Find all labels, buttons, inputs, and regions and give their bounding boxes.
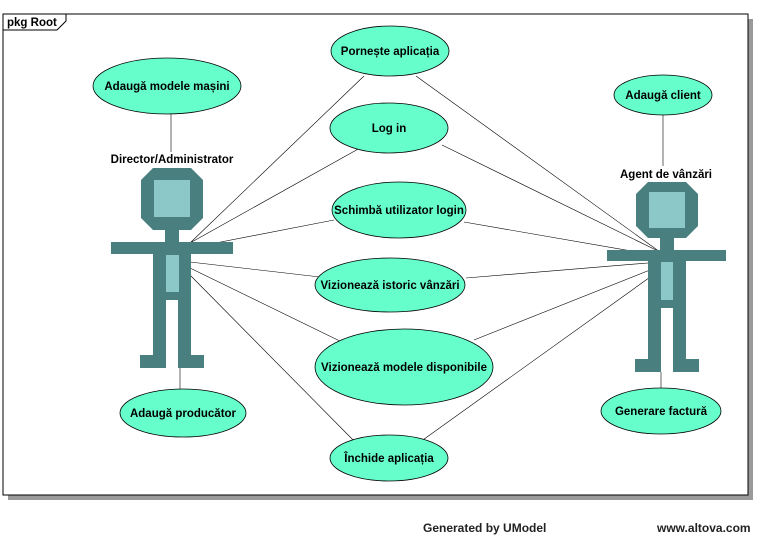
actor-director-label: Director/Administrator <box>111 154 234 166</box>
assoc-left-login <box>189 147 361 244</box>
actor-agent-face <box>649 192 685 228</box>
actor-director-arms <box>111 242 233 254</box>
actor-agent-leg-right <box>673 308 686 364</box>
use-case-adauga-client-label: Adaugă client <box>625 90 701 102</box>
package-label: pkg Root <box>7 17 57 29</box>
use-case-generare-factura[interactable]: Generare factură <box>600 387 722 435</box>
use-case-porneste-label: Pornește aplicația <box>341 46 440 58</box>
actor-agent-foot-right <box>673 359 699 372</box>
use-case-istoric[interactable]: Vizionează istoric vânzări <box>314 257 466 313</box>
assoc-left-modele <box>189 267 349 346</box>
actor-agent-foot-left <box>635 359 661 372</box>
use-case-login[interactable]: Log in <box>329 102 449 154</box>
use-case-schimba-label: Schimbă utilizator login <box>334 205 464 217</box>
actor-director-foot-right <box>178 355 204 368</box>
actor-director[interactable]: Director/Administrator <box>111 154 234 368</box>
use-case-adauga-producator[interactable]: Adaugă producător <box>119 388 247 438</box>
associations <box>170 75 664 446</box>
use-case-generare-factura-label: Generare factură <box>615 406 708 418</box>
actor-agent-arms <box>607 250 726 261</box>
assoc-left-inchide <box>189 274 359 446</box>
actor-agent[interactable]: Agent de vânzări <box>607 169 726 372</box>
actor-agent-label: Agent de vânzări <box>620 169 712 181</box>
use-case-adauga-producator-label: Adaugă producător <box>130 408 237 420</box>
actor-agent-leg-left <box>648 308 661 364</box>
use-case-istoric-label: Vizionează istoric vânzări <box>320 280 459 292</box>
use-case-schimba[interactable]: Schimbă utilizator login <box>331 181 467 239</box>
assoc-left-porneste <box>189 75 365 244</box>
use-case-modele-label: Vizionează modele disponibile <box>321 362 487 374</box>
assoc-right-istoric <box>465 261 661 279</box>
generated-by-label: Generated by UModel <box>423 521 547 535</box>
use-case-modele[interactable]: Vizionează modele disponibile <box>314 328 494 406</box>
actor-director-face <box>154 180 190 217</box>
actor-director-chest <box>166 255 179 292</box>
assoc-right-login <box>441 144 661 253</box>
assoc-right-porneste <box>415 75 661 253</box>
use-case-inchide-label: Închide aplicația <box>343 452 434 465</box>
use-case-porneste[interactable]: Pornește aplicația <box>330 25 450 77</box>
package-tab <box>2 13 67 31</box>
actor-agent-chest <box>661 262 673 300</box>
use-case-adauga-client[interactable]: Adaugă client <box>613 74 713 116</box>
altova-link[interactable]: www.altova.com <box>657 521 751 535</box>
actor-director-neck <box>165 230 179 242</box>
use-case-adauga-modele[interactable]: Adaugă modele mașini <box>92 57 242 115</box>
actor-director-leg-right <box>178 300 191 360</box>
assoc-right-inchide <box>419 269 661 443</box>
use-case-login-label: Log in <box>372 123 407 135</box>
use-case-inchide[interactable]: Închide aplicația <box>329 434 449 482</box>
actor-director-foot-left <box>140 355 166 368</box>
assoc-left-istoric <box>189 261 321 278</box>
actor-agent-neck <box>660 238 674 250</box>
actor-director-leg-left <box>153 300 166 360</box>
assoc-right-modele <box>473 265 661 341</box>
use-case-adauga-modele-label: Adaugă modele mașini <box>104 81 229 93</box>
